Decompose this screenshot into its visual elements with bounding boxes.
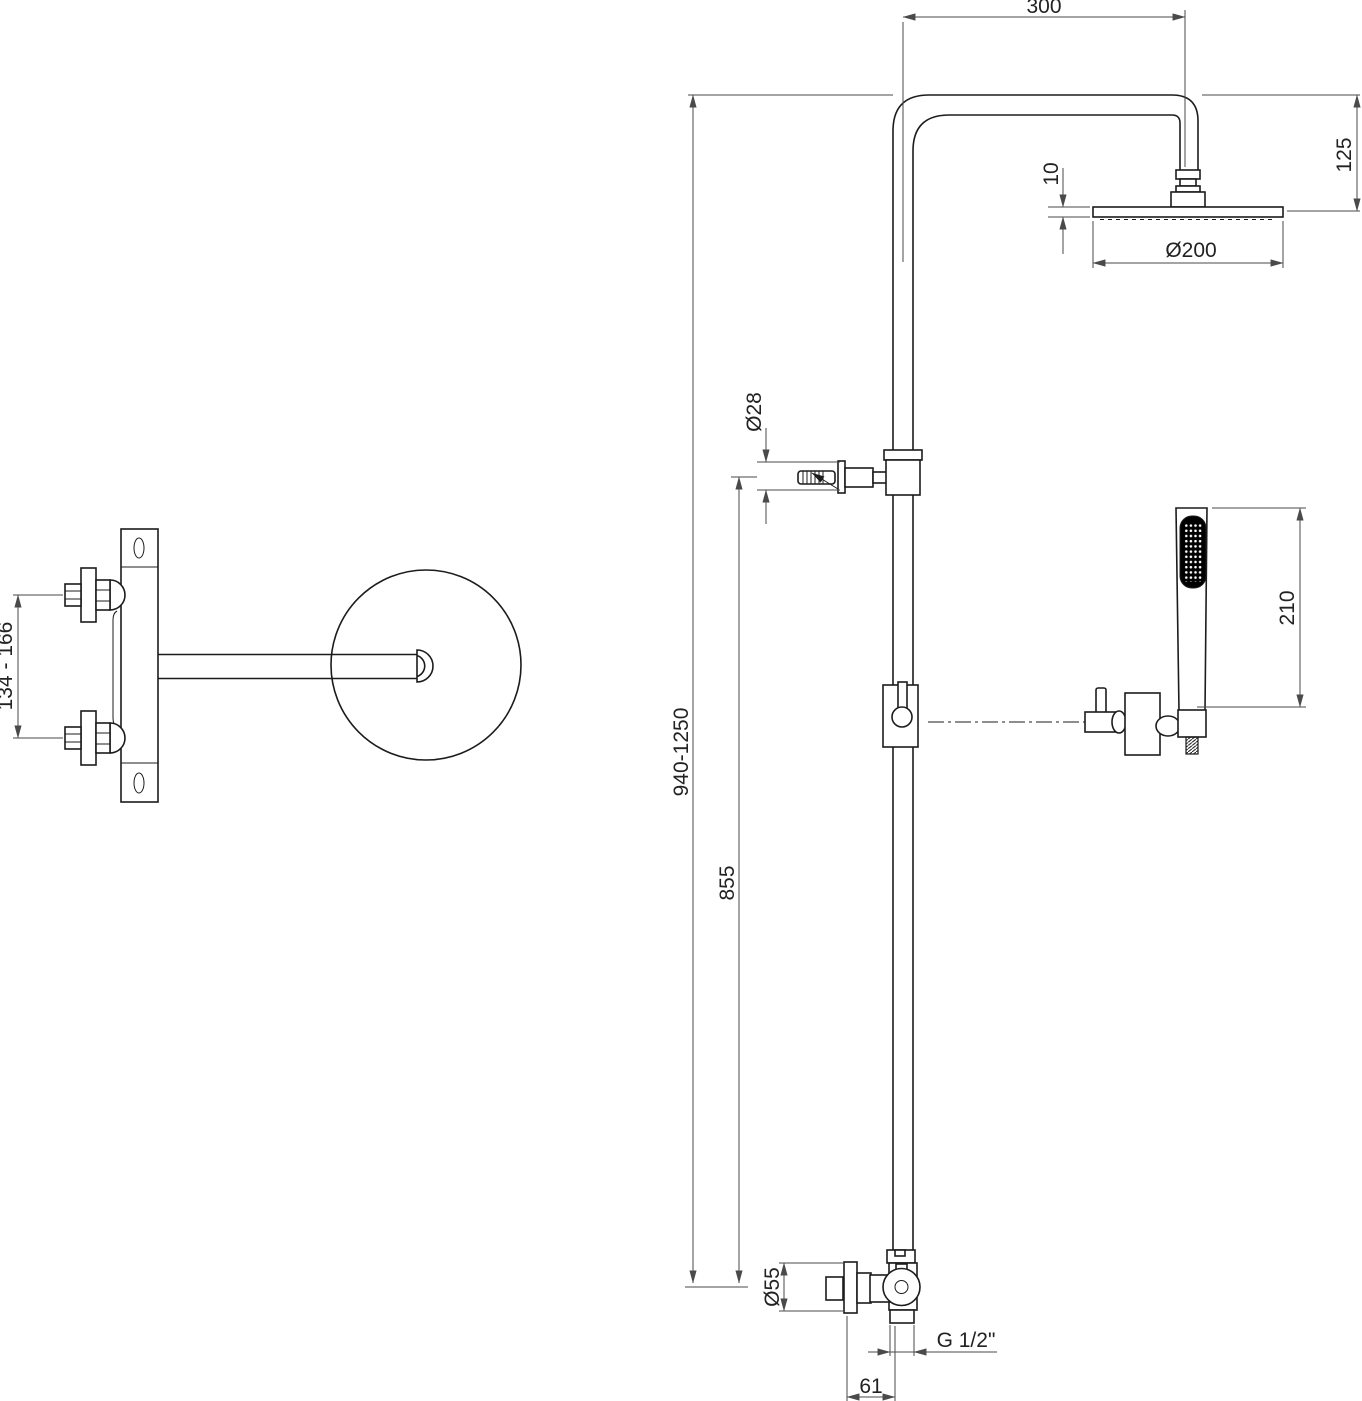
escutcheon-flange <box>843 1261 858 1314</box>
hex-nut <box>95 722 111 754</box>
hand-shower-cone <box>1177 709 1207 738</box>
dim-arm-reach-label: 300 <box>1026 0 1061 18</box>
arm-collar <box>1175 169 1201 180</box>
dim-rail-height: 855 <box>685 476 757 1288</box>
overhead-shower-circle <box>330 569 522 761</box>
dim-head-thickness: 10 <box>1040 162 1090 254</box>
dim-head-drop-label: 125 <box>1333 137 1356 172</box>
bracket-cylinder <box>844 467 874 488</box>
union-block <box>856 1272 872 1304</box>
rail-collar-body <box>885 459 921 496</box>
dim-escutcheon-diameter: Ø55 <box>761 1262 844 1312</box>
holder-joint-dome <box>1155 715 1181 737</box>
mixer-body-edge <box>112 610 118 728</box>
union-dome <box>109 579 126 611</box>
mounting-slot-top <box>133 537 145 559</box>
riser-and-arm-outer <box>892 94 1199 1250</box>
dim-outlet-offset: 61 <box>846 1316 896 1401</box>
mounting-slot-bottom <box>133 772 145 794</box>
spray-nozzle-dots <box>1183 522 1203 582</box>
dim-hand-shower-length-label: 210 <box>1276 590 1299 625</box>
hex-nut <box>95 579 111 611</box>
slider-tab <box>897 681 908 711</box>
eccentric-flange <box>80 567 97 623</box>
dim-inlet-spacing: 134 - 166 <box>0 594 63 739</box>
wall-union-nut <box>825 1276 844 1301</box>
dim-bracket-diameter-label: Ø28 <box>743 392 766 432</box>
bottom-valve <box>825 1249 921 1324</box>
dim-head-drop: 125 <box>1202 94 1361 212</box>
wall-bracket <box>797 449 923 496</box>
inlet-fitting-bottom <box>64 710 126 766</box>
bolt-head <box>64 583 82 607</box>
overhead-shower <box>1092 169 1284 220</box>
dim-hand-shower-length: 210 <box>1197 507 1306 708</box>
dim-outlet-thread: G 1/2" <box>868 1325 997 1356</box>
valve-round-body <box>882 1267 921 1307</box>
side-view: 134 - 166 <box>0 528 522 803</box>
dim-outlet-offset-label: 61 <box>859 1375 882 1398</box>
dim-overall-height: 940-1250 <box>670 94 893 1284</box>
dim-inlet-spacing-label: 134 - 166 <box>0 622 17 711</box>
riser-and-arm-inner <box>912 114 1181 1250</box>
union-dome <box>109 722 126 754</box>
dim-head-diameter-label: Ø200 <box>1165 239 1216 262</box>
rail-collar-ring <box>883 449 923 461</box>
valve-screw <box>894 1280 909 1294</box>
dim-head-diameter: Ø200 <box>1092 221 1284 268</box>
dim-overall-height-label: 940-1250 <box>670 708 693 797</box>
wall-plug-anchor <box>797 470 836 485</box>
dim-escutcheon-diameter-label: Ø55 <box>761 1267 784 1307</box>
holder-arm <box>1084 711 1116 733</box>
holder-arm-bulge <box>1111 710 1127 734</box>
holder-lever <box>1095 687 1107 715</box>
dim-head-thickness-label: 10 <box>1040 162 1063 185</box>
eccentric-flange <box>80 710 97 766</box>
bracket-neck <box>872 471 888 484</box>
outlet-nipple <box>889 1309 915 1324</box>
hose-connector-coil <box>1185 736 1199 755</box>
slider-knob <box>891 706 913 728</box>
dim-outlet-thread-label: G 1/2" <box>937 1329 996 1352</box>
wall-plate <box>120 528 159 803</box>
ball-joint-block <box>1170 191 1206 208</box>
bracket-flange <box>837 460 846 494</box>
bolt-head <box>64 726 82 750</box>
arm-end-cap-inner <box>416 654 426 678</box>
dim-bracket-diameter: Ø28 <box>743 392 840 524</box>
inlet-fitting-top <box>64 567 126 623</box>
front-view: 300 125 10 Ø200 Ø2 <box>670 0 1361 1401</box>
hand-shower <box>1084 507 1208 756</box>
shower-head-plate <box>1092 206 1284 218</box>
anchor-screw-arrow <box>811 472 839 490</box>
dim-rail-height-label: 855 <box>716 865 739 900</box>
connector-ring <box>1175 185 1201 193</box>
rail-slider <box>882 681 919 748</box>
dim-arm-reach: 300 <box>902 0 1186 262</box>
connector-ring <box>1179 178 1197 187</box>
holder-bracket <box>1124 692 1161 756</box>
collar-notch <box>894 1249 906 1257</box>
